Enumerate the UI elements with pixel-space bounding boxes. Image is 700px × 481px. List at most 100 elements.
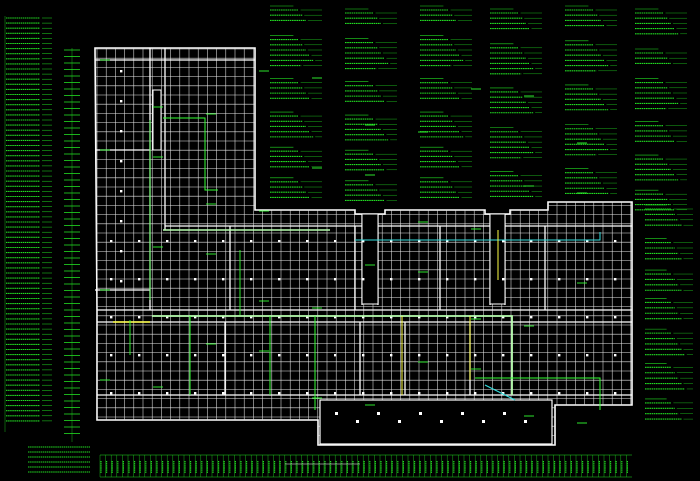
fixture-dot [250, 316, 253, 319]
legend-block [345, 180, 397, 201]
fixture-dot [586, 392, 589, 395]
legend-block [345, 8, 397, 24]
legend-block [645, 398, 693, 420]
legend-block [635, 154, 687, 181]
fixture-dot [120, 220, 123, 223]
fixture-dot [362, 316, 365, 319]
legend-block [420, 146, 472, 168]
fixture-dot [586, 240, 589, 243]
fixture-dot [306, 278, 309, 281]
fixture-dot [530, 354, 533, 357]
fixture-dot [250, 278, 253, 281]
fixture-dot [306, 392, 309, 395]
fixture-dot [194, 354, 197, 357]
fixture-dot [558, 316, 561, 319]
fixture-dot [474, 278, 477, 281]
canopy-mark [377, 412, 380, 415]
fixture-dot [474, 240, 477, 243]
fixture-dot [446, 354, 449, 357]
canopy-mark [356, 420, 359, 423]
legend-block [645, 328, 693, 356]
legend-block [635, 121, 687, 142]
fixture-dot [334, 392, 337, 395]
fixture-dot [278, 354, 281, 357]
canopy-mark [503, 412, 506, 415]
fixture-dot [362, 354, 365, 357]
fixture-dot [138, 240, 141, 243]
fixture-dot [418, 354, 421, 357]
fixture-dot [334, 278, 337, 281]
fixture-dot [278, 240, 281, 243]
fixture-dot [586, 354, 589, 357]
fixture-dot [502, 392, 505, 395]
fixture-dot [306, 354, 309, 357]
fixture-dot [222, 354, 225, 357]
legend-block [490, 171, 542, 198]
fixture-dot [110, 278, 113, 281]
legend-block [270, 111, 322, 138]
fixture-dot [446, 278, 449, 281]
fixture-dot [166, 278, 169, 281]
fixture-dot [222, 392, 225, 395]
fixture-dot [166, 240, 169, 243]
legend-block [345, 81, 397, 102]
legend-block [420, 35, 472, 67]
core-block [152, 89, 162, 151]
entrance-canopy [319, 399, 553, 445]
fixture-dot [138, 278, 141, 281]
fixture-dot [530, 240, 533, 243]
fixture-dot [120, 280, 123, 283]
fixture-dot [306, 240, 309, 243]
fixture-dot [614, 278, 617, 281]
fixture-dot [250, 392, 253, 395]
fixture-dot [138, 392, 141, 395]
legend-block [635, 189, 687, 211]
fixture-dot [446, 392, 449, 395]
circuit-run [355, 232, 601, 241]
fixture-dot [120, 100, 123, 103]
fixture-dot [502, 316, 505, 319]
fixture-dot [474, 392, 477, 395]
core-block [361, 213, 379, 305]
fixture-dot [418, 392, 421, 395]
fixture-dot [166, 354, 169, 357]
legend-block [645, 298, 693, 320]
fixture-dot [120, 70, 123, 73]
fixture-dot [166, 392, 169, 395]
fixture-dot [418, 278, 421, 281]
fixture-dot [614, 316, 617, 319]
canopy-mark [440, 420, 443, 423]
bottom-left-table [28, 446, 90, 473]
fixture-dot [558, 240, 561, 243]
fixture-dot [194, 240, 197, 243]
canopy-mark [398, 420, 401, 423]
canopy-mark [419, 412, 422, 415]
legend-block [420, 78, 472, 99]
legend-block [490, 127, 542, 159]
fixture-dot [110, 240, 113, 243]
fixture-dot [306, 316, 309, 319]
fixture-dot [194, 392, 197, 395]
fixture-dot [446, 316, 449, 319]
legend-block [645, 269, 693, 291]
fixture-dot [586, 278, 589, 281]
legend-block [345, 149, 397, 171]
fixture-dot [502, 354, 505, 357]
fixture-dot [250, 354, 253, 357]
legend-blocks [4, 5, 693, 473]
fixture-dot [530, 392, 533, 395]
legend-block [420, 5, 472, 21]
legend-block [635, 8, 687, 35]
fixture-dot [446, 240, 449, 243]
electrical-circuits [100, 59, 601, 424]
legend-block [420, 177, 472, 198]
fixture-dot [120, 160, 123, 163]
fixture-dot [120, 190, 123, 193]
fixture-dot [334, 354, 337, 357]
legend-block [345, 38, 397, 70]
fixture-dot [474, 354, 477, 357]
fixture-dot [558, 278, 561, 281]
fixture-dot [194, 316, 197, 319]
fixture-dot [390, 316, 393, 319]
legend-block [565, 84, 617, 111]
